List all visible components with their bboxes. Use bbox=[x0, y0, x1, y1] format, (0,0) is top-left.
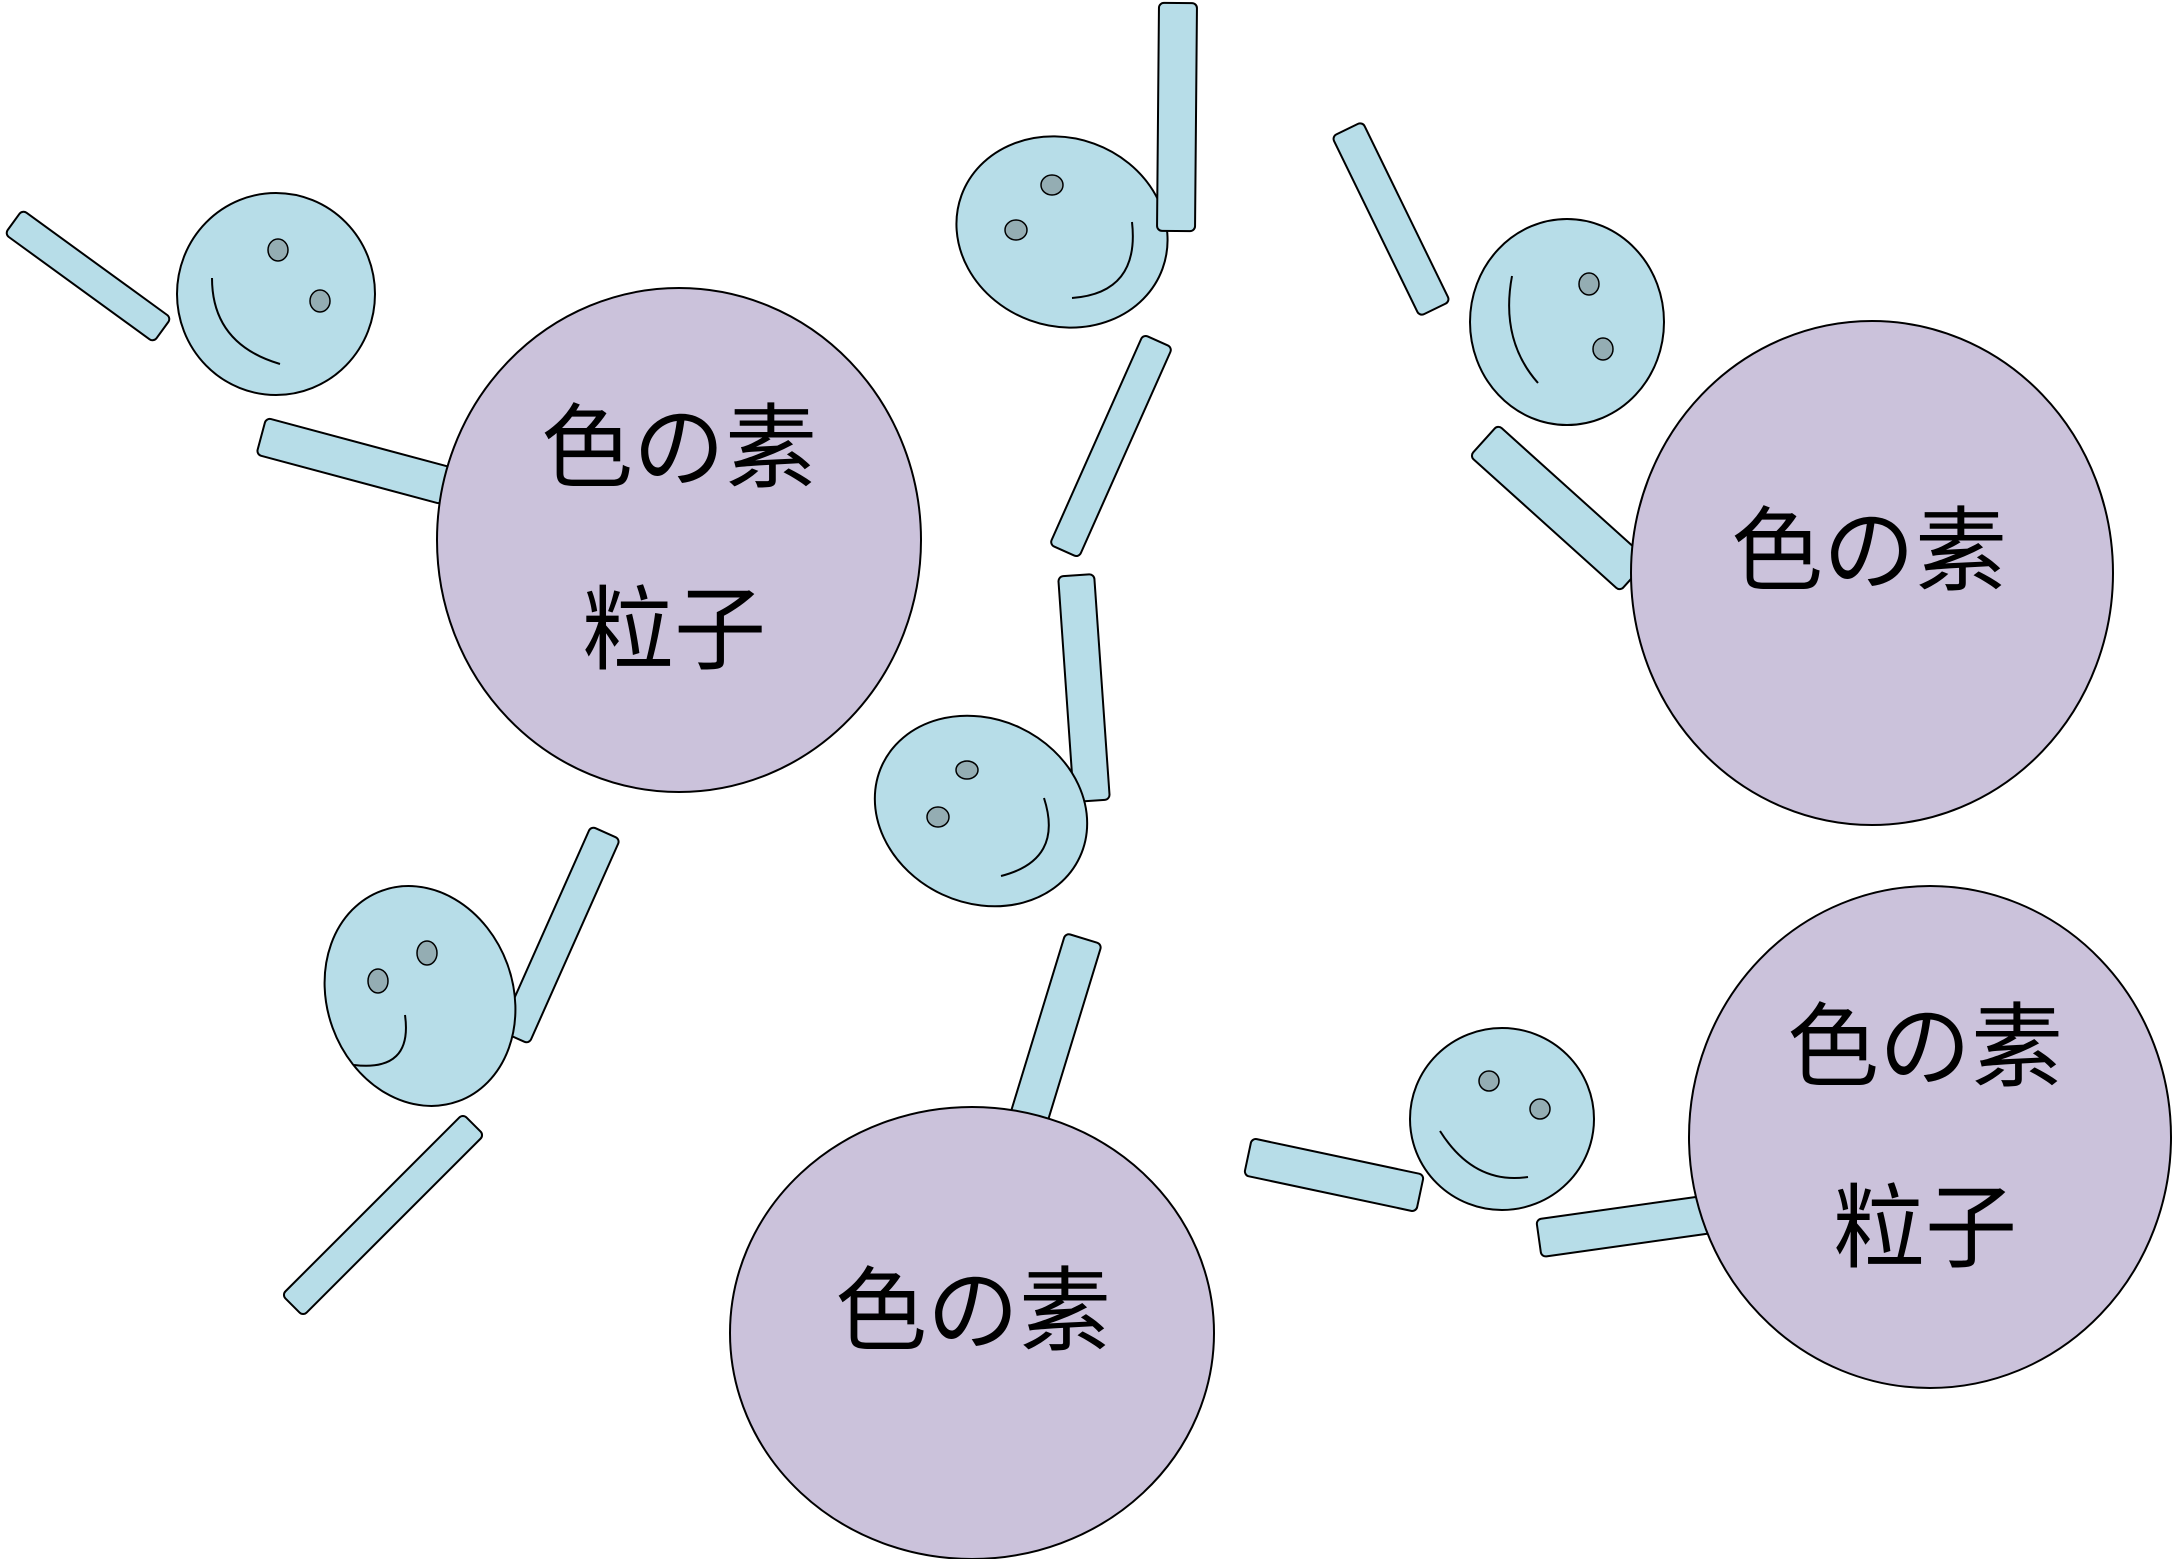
connector-bar-middle-2 bbox=[1057, 573, 1111, 803]
particle-2-circle bbox=[729, 1106, 1215, 1559]
particle-2-label-line1: 色の素 bbox=[835, 1258, 1111, 1365]
particle-2: 色の素 bbox=[729, 1106, 1215, 1559]
character-6-mouth bbox=[1439, 1130, 1529, 1179]
character-1-arm-lower bbox=[256, 417, 452, 505]
character-3 bbox=[955, 1, 1198, 329]
particle-1-label-line2: 粒子 bbox=[582, 577, 766, 684]
character-5-head bbox=[1469, 218, 1665, 426]
particle-4: 色の素 粒子 bbox=[1688, 885, 2172, 1389]
character-4 bbox=[873, 714, 1102, 1145]
particle-4-label-line1: 色の素 bbox=[1787, 994, 2063, 1101]
character-5-eye bbox=[1578, 272, 1600, 296]
character-2-mouth bbox=[353, 1014, 407, 1067]
character-5 bbox=[1332, 122, 1665, 591]
character-2-eye bbox=[416, 940, 438, 966]
character-3-mouth bbox=[1071, 221, 1134, 299]
connector-bar-middle-1 bbox=[1050, 335, 1172, 557]
character-6-eye bbox=[1529, 1098, 1551, 1120]
character-2-arm-upper bbox=[500, 826, 620, 1044]
character-3-arm-upper bbox=[1156, 1, 1198, 233]
particle-4-circle bbox=[1688, 885, 2172, 1389]
character-5-eye bbox=[1592, 337, 1614, 361]
character-5-mouth bbox=[1508, 275, 1539, 384]
particle-4-label-line2: 粒子 bbox=[1833, 1175, 2017, 1282]
character-5-arm-upper bbox=[1332, 122, 1450, 316]
character-6 bbox=[1243, 1027, 1717, 1258]
character-1 bbox=[5, 192, 452, 505]
character-1-eye bbox=[309, 289, 331, 313]
particle-3: 色の素 bbox=[1630, 320, 2114, 826]
character-5-arm-lower bbox=[1470, 425, 1648, 591]
character-3-eye bbox=[1040, 174, 1064, 196]
particle-1: 色の素 粒子 bbox=[436, 287, 922, 793]
particle-3-label-line1: 色の素 bbox=[1731, 498, 2007, 605]
particle-3-circle bbox=[1630, 320, 2114, 826]
particle-1-circle bbox=[436, 287, 922, 793]
character-1-eye bbox=[267, 238, 289, 262]
character-6-arm-left bbox=[1243, 1138, 1425, 1212]
character-2-arm-lower bbox=[282, 1114, 484, 1316]
character-6-eye bbox=[1478, 1070, 1500, 1092]
particle-1-label-line1: 色の素 bbox=[541, 395, 817, 502]
character-3-head bbox=[955, 135, 1169, 329]
character-3-eye bbox=[1004, 219, 1028, 241]
character-1-arm-upper bbox=[5, 210, 171, 342]
character-1-mouth bbox=[211, 277, 281, 365]
character-2-head bbox=[323, 885, 517, 1107]
character-1-head bbox=[176, 192, 376, 396]
character-6-arm-right bbox=[1535, 1194, 1717, 1258]
character-4-eye bbox=[955, 760, 979, 780]
character-2-eye bbox=[367, 968, 389, 994]
character-2 bbox=[282, 826, 620, 1316]
character-4-eye bbox=[926, 806, 950, 828]
character-6-head bbox=[1409, 1027, 1595, 1211]
character-4-mouth bbox=[1000, 797, 1050, 877]
